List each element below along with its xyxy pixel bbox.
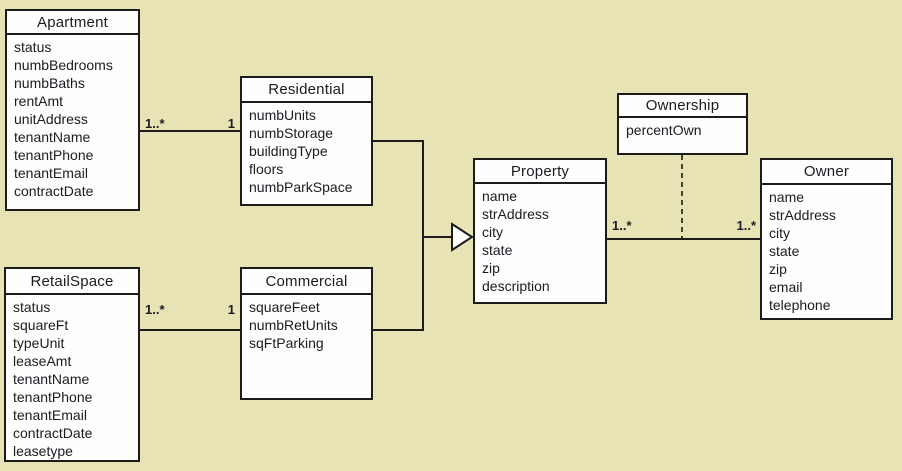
attribute: rentAmt — [14, 93, 64, 109]
attribute: status — [14, 39, 52, 55]
attribute: description — [482, 278, 550, 294]
class-attributes: percentOwn — [619, 118, 746, 139]
class-attributes: squareFeet numbRetUnits sqFtParking — [242, 295, 371, 352]
class-property: Property name strAddress city state zip descr… — [473, 158, 607, 304]
class-owner: Owner name strAddress city state zip email tel… — [760, 158, 893, 320]
attribute: strAddress — [769, 207, 836, 223]
attribute: telephone — [769, 297, 831, 313]
class-ownership: Ownership percentOwn — [617, 93, 748, 155]
attribute: tenantPhone — [14, 147, 94, 163]
association-property-owner — [607, 155, 760, 240]
attribute: numbRetUnits — [249, 317, 338, 333]
attribute: numbParkSpace — [249, 179, 353, 195]
attribute: tenantEmail — [13, 407, 87, 423]
attribute: numbBedrooms — [14, 57, 113, 73]
attribute: squareFeet — [249, 299, 320, 315]
attribute: tenantPhone — [13, 389, 93, 405]
attribute: contractDate — [14, 183, 94, 199]
attribute: tenantName — [13, 371, 90, 387]
attribute: state — [482, 242, 513, 258]
multiplicity-property-end: 1..* — [612, 218, 632, 233]
class-title: RetailSpace — [6, 269, 138, 295]
attribute: email — [769, 279, 803, 295]
class-retailspace: RetailSpace status squareFt typeUnit leaseA… — [4, 267, 140, 462]
multiplicity-apartment-end: 1..* — [145, 116, 165, 131]
class-residential: Residential numbUnits numbStorage building… — [240, 76, 373, 206]
attribute: buildingType — [249, 143, 328, 159]
attribute: numbUnits — [249, 107, 316, 123]
attribute: contractDate — [13, 425, 93, 441]
generalization-triangle-icon — [451, 222, 474, 252]
class-title: Ownership — [619, 95, 746, 118]
class-title: Commercial — [242, 269, 371, 295]
attribute: status — [13, 299, 51, 315]
attribute: percentOwn — [626, 122, 702, 138]
class-title: Owner — [762, 160, 891, 185]
attribute: name — [482, 188, 518, 204]
class-attributes: numbUnits numbStorage buildingType floors nu… — [242, 103, 371, 196]
generalization-lines — [373, 140, 474, 331]
class-title: Property — [475, 160, 605, 184]
class-attributes: name strAddress city state zip description — [475, 184, 605, 295]
class-attributes: status numbBedrooms numbBaths rentAmt unitAd… — [7, 35, 138, 200]
attribute: name — [769, 189, 805, 205]
attribute: floors — [249, 161, 284, 177]
multiplicity-residential-end: 1 — [227, 116, 235, 131]
attribute: squareFt — [13, 317, 69, 333]
attribute: leaseAmt — [13, 353, 72, 369]
multiplicity-commercial-end: 1 — [227, 302, 235, 317]
attribute: state — [769, 243, 800, 259]
attribute: unitAddress — [14, 111, 88, 127]
multiplicity-owner-end: 1..* — [736, 218, 756, 233]
class-apartment: Apartment status numbBedrooms numbBaths ren… — [5, 9, 140, 211]
attribute: city — [769, 225, 790, 241]
class-title: Residential — [242, 78, 371, 103]
class-attributes: name strAddress city state zip email telephone — [762, 185, 891, 314]
class-attributes: status squareFt typeUnit leaseAmt tenantName… — [6, 295, 138, 460]
attribute: city — [482, 224, 503, 240]
attribute: zip — [769, 261, 787, 277]
attribute: numbStorage — [249, 125, 334, 141]
class-title: Apartment — [7, 11, 138, 35]
attribute: leasetype — [13, 443, 73, 459]
attribute: sqFtParking — [249, 335, 324, 351]
attribute: tenantEmail — [14, 165, 88, 181]
attribute: strAddress — [482, 206, 549, 222]
multiplicity-retailspace-end: 1..* — [145, 302, 165, 317]
attribute: typeUnit — [13, 335, 65, 351]
attribute: zip — [482, 260, 500, 276]
attribute: tenantName — [14, 129, 91, 145]
class-commercial: Commercial squareFeet numbRetUnits sqFtPar… — [240, 267, 373, 400]
attribute: numbBaths — [14, 75, 85, 91]
